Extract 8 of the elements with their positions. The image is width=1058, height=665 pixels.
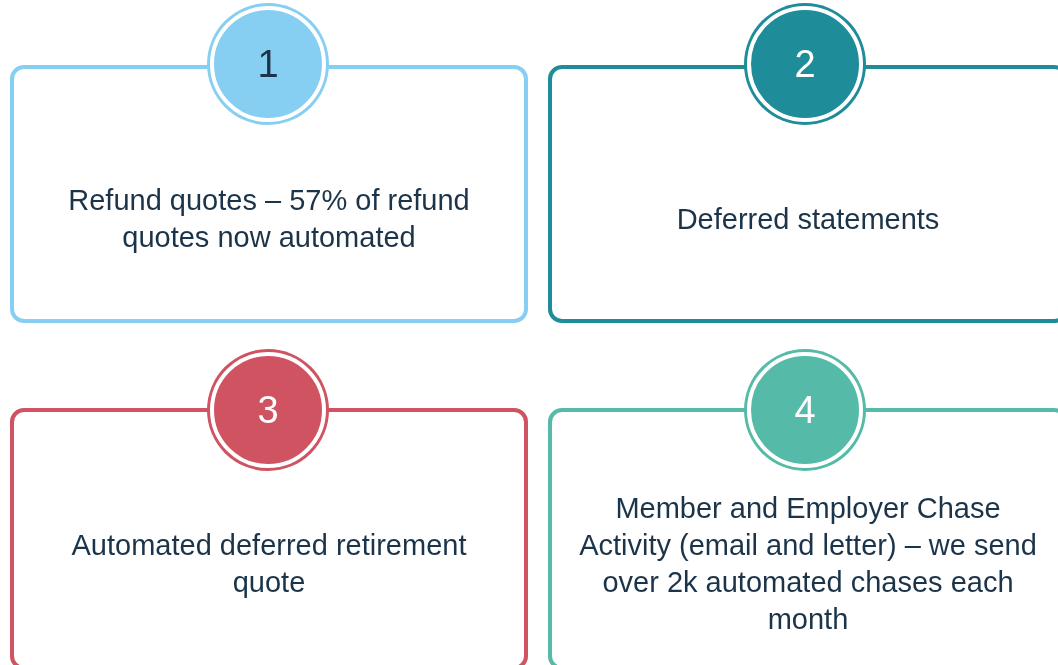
step-number-circle: 2 xyxy=(747,6,863,122)
card-text: Deferred statements xyxy=(675,201,941,237)
step-number-circle: 4 xyxy=(747,352,863,468)
card-text: Automated deferred retirement quote xyxy=(70,528,468,600)
step-number-circle: 1 xyxy=(210,6,326,122)
step-number-circle: 3 xyxy=(210,352,326,468)
card-text: Refund quotes – 57% of refund quotes now automated xyxy=(67,183,471,255)
card-text: Member and Employer Chase Activity (email and letter) – we send over 2k automated chases each month xyxy=(578,491,1038,637)
